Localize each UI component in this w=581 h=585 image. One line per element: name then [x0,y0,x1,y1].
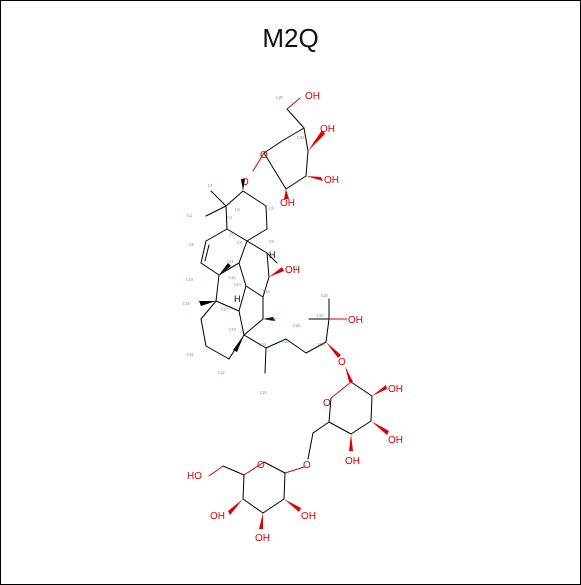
atom-number-label: C9 [269,239,274,244]
atom-number-label: C30 [297,135,304,140]
oxygen-label: O [338,357,346,368]
atom-number-label: C23 [260,390,267,395]
atom-number-label: C27 [317,313,324,318]
atom-number-label: C24 [282,339,289,344]
atom-number-label: C11 [227,259,234,264]
atom-number-label: C19 [229,327,236,332]
atom-number-label: C25 [321,293,328,298]
atom-number-label: C26 [293,323,300,328]
atom-number-label: C1 [208,183,213,188]
oxygen-label: OH [210,511,225,522]
atom-number-label: C2 [187,213,192,218]
oxygen-label: OH [255,533,270,544]
atom-number-label: C14 [263,289,270,294]
atom-number-label: C12 [229,275,236,280]
oxygen-label: O [257,460,265,471]
top-glucose-ring [252,97,325,199]
atom-number-label: C21 [187,352,194,357]
atom-number-label: C17 [221,307,228,312]
oxygen-label: OH [388,435,403,446]
hydrogen-label: H [269,250,276,260]
hydrogen-label: H [234,294,241,304]
oxygen-label: O [323,398,331,409]
atom-number-label: C8 [237,240,242,245]
oxygen-label: OH [388,384,403,395]
atom-number-label: C28 [318,342,325,347]
oxygen-label: OH [305,91,320,102]
oxygen-label: OH [285,265,300,276]
oxygen-label: OH [345,456,360,467]
atom-number-label: C15 [293,265,300,270]
atom-number-label: C7 [230,232,235,237]
steroid-core [199,179,348,374]
oxygen-label: OH [280,198,295,209]
oxygen-label: OH [324,175,339,186]
oxygen-label: O [260,150,268,161]
atom-number-label: C22 [218,370,225,375]
oxygen-label: O [241,177,249,188]
atom-number-label: C3 [227,215,232,220]
middle-glucose-ring [307,366,389,460]
atom-number-label: C5 [269,206,274,211]
atom-number-label: C10 [186,277,193,282]
atom-number-label: C4 [235,207,240,212]
atom-number-label: C20 [259,342,266,347]
atom-number-label: C6 [189,242,194,247]
atom-number-label: C18 [269,317,276,322]
oxygen-label: O [303,460,311,471]
molecule-title: M2Q [262,23,319,53]
oxygen-label: HO [187,471,202,482]
oxygen-label: OH [320,124,335,135]
bottom-glucose-ring [208,461,305,529]
atom-number-label: C29 [276,95,283,100]
oxygen-label: OH [301,511,316,522]
oxygen-label: OH [348,315,363,326]
atom-number-label: C16 [183,301,190,306]
atom-number-label: C13 [234,282,241,287]
